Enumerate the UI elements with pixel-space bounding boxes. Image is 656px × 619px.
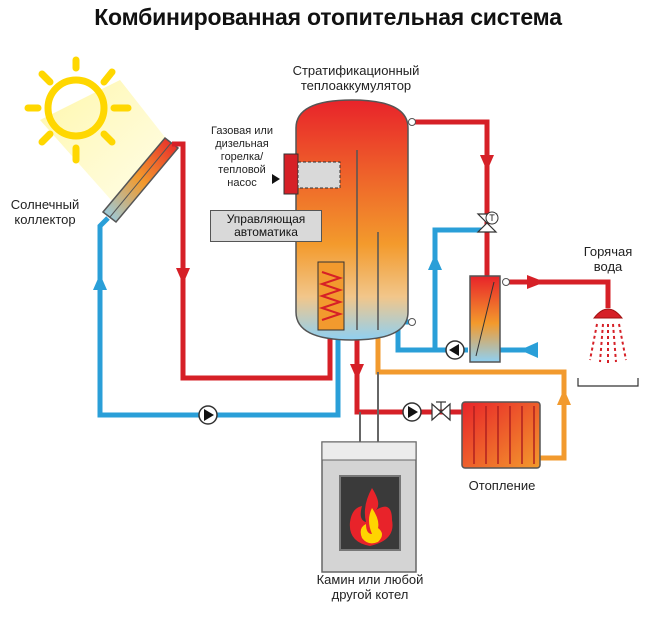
thermostat-icon: T [489,213,495,223]
shower-icon [577,308,639,387]
page-title: Комбинированная отопительная система [94,4,562,30]
collector-label-line1: Солнечный [10,197,80,212]
hot-water-exchanger [469,275,510,363]
fireplace-boiler [321,441,417,573]
control-label-line1: Управляющая [226,212,306,226]
burner-label-line5: насос [227,177,257,189]
control-automation-box: Управляющая автоматика [210,210,322,242]
hot-water-label: Горячая вода [566,244,650,274]
pump-hot-water [445,340,465,360]
collector-label-line2: коллектор [14,212,76,227]
burner-unit [272,153,341,195]
collector-label: Солнечный коллектор [2,197,88,227]
accumulator-label-line1: Стратификационный [292,63,420,78]
burner-label: Газовая или дизельная горелка/ тепловой … [200,125,284,190]
burner-label-line1: Газовая или [211,125,273,137]
pipe-hx-bypass [432,227,487,350]
solar-collector [101,136,180,224]
boiler-label-line1: Камин или любой [316,572,424,587]
boiler-label: Камин или любой другой котел [290,572,450,602]
mixing-valve [476,211,499,233]
heating-valve [431,401,451,422]
hot-water-label-line1: Горячая [583,244,633,259]
sun-beam [40,80,175,210]
pipe-hot-water [506,279,611,308]
pipe-tank-to-hx [412,119,490,282]
accumulator-label-line2: теплоаккумулятор [300,78,412,93]
flow-arrows [93,155,571,405]
boiler-label-line2: другой котел [331,587,409,602]
burner-label-line3: горелка/ [220,151,264,163]
sun-icon [24,56,132,164]
pipe-solar-hot [172,141,333,381]
hot-water-label-line2: вода [593,259,623,274]
pump-solar [198,405,218,425]
pipe-solar-cold [97,216,341,418]
accumulator-tank [295,99,416,341]
burner-label-line4: тепловой [218,164,266,176]
pump-heating [402,402,422,422]
accumulator-label: Стратификационный теплоаккумулятор [256,63,456,93]
burner-label-line2: дизельная [215,138,269,150]
heating-label: Отопление [468,478,536,493]
radiator [461,401,541,469]
control-label-line2: автоматика [234,225,298,239]
